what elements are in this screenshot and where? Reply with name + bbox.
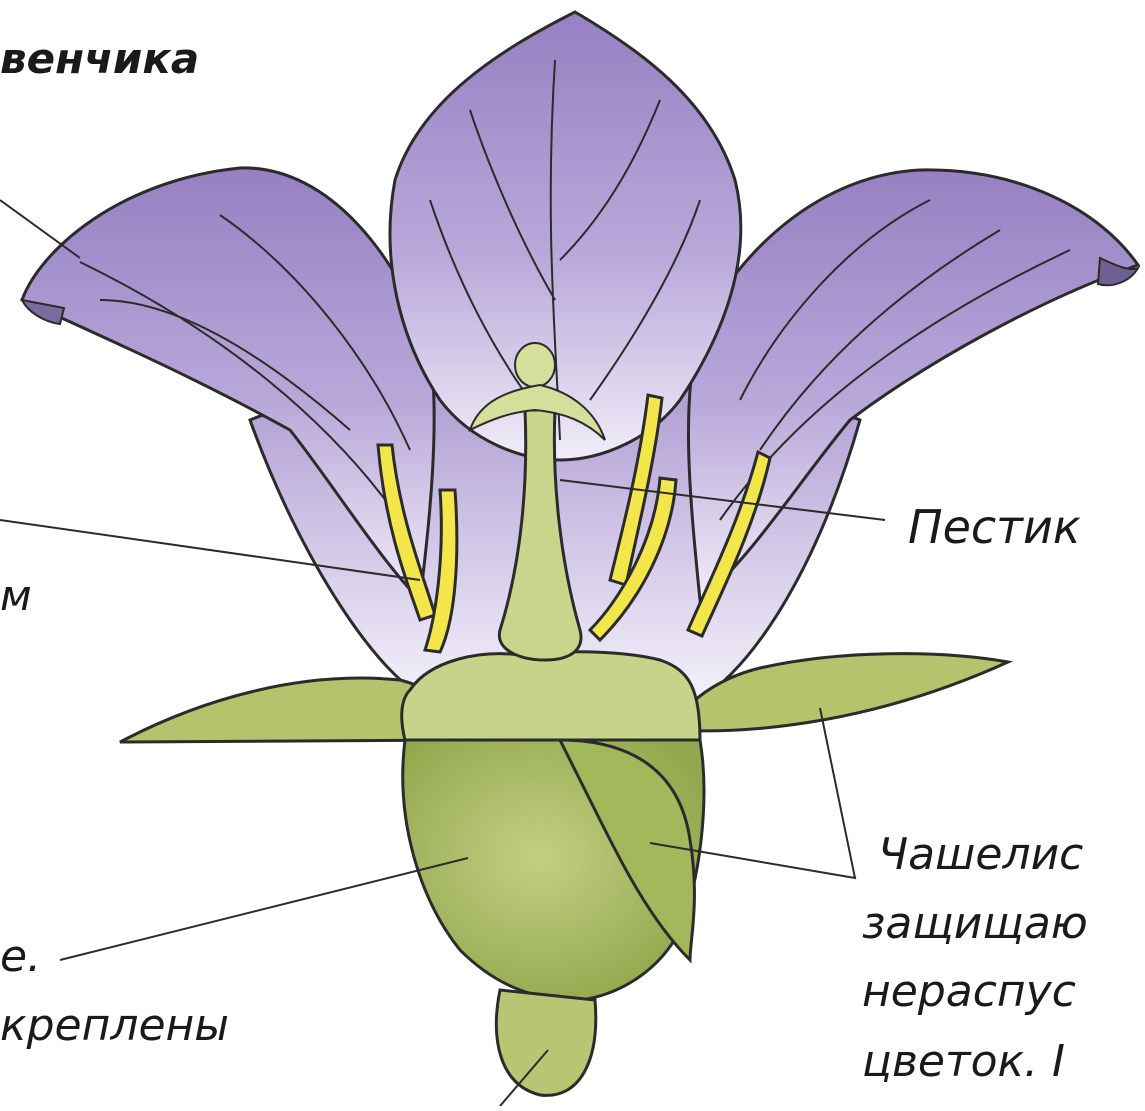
label-stamen: м (0, 575, 32, 617)
label-receptacle-2: креплены (0, 1004, 229, 1048)
label-sepals-4: цветок. I (862, 1040, 1065, 1084)
stigma-top (515, 343, 555, 387)
label-corolla: венчика (0, 38, 199, 80)
label-sepals-2: защищаю (862, 902, 1088, 946)
pointer-corolla (0, 200, 80, 258)
petal-left (22, 168, 434, 600)
label-sepals-3: нераспус (862, 970, 1076, 1014)
pedicel (496, 990, 595, 1095)
label-pistil: Пестик (908, 504, 1081, 550)
label-receptacle-1: е. (0, 935, 41, 979)
pointer-receptacle (60, 858, 468, 960)
flower-base (402, 652, 700, 740)
label-sepals-1: Чашелис (878, 833, 1083, 877)
